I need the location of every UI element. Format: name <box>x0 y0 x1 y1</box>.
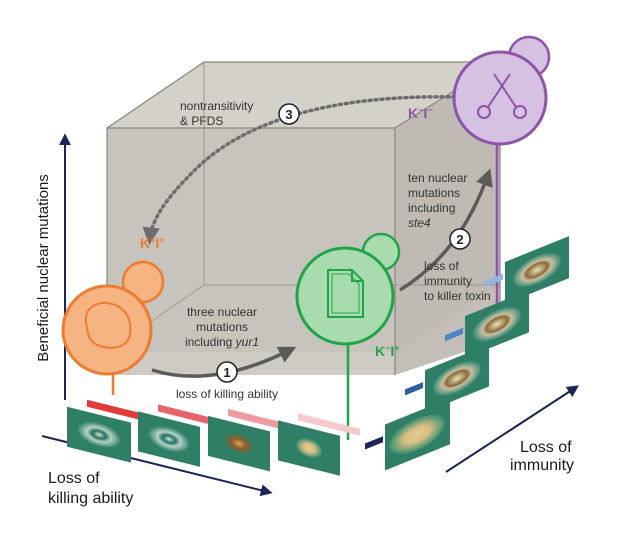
z-axis-label-line1: Loss of <box>520 439 572 456</box>
cell-middle-body <box>295 246 395 346</box>
step3-number: 3 <box>285 107 292 122</box>
cell-ancestor-bud <box>121 260 165 304</box>
cell-middle: K−I+ <box>295 232 401 359</box>
cube-right-face <box>395 62 500 375</box>
plate-1-halo <box>77 421 121 448</box>
step1-number-badge <box>216 361 238 383</box>
step3-line1: nontransitivity <box>180 99 253 113</box>
step1-annotation: three nuclear mutations including yur1 1… <box>176 305 278 401</box>
cell-middle-label: K−I+ <box>375 343 400 359</box>
step2-number-badge <box>449 228 471 250</box>
plate-5-halo <box>389 414 445 455</box>
step1-line1: three nuclear <box>187 305 257 319</box>
x-axis-label-line2: killing ability <box>48 490 133 507</box>
step2-above2: mutations <box>408 186 460 200</box>
step2-below3: to killer toxin <box>424 289 491 303</box>
step3-number-badge <box>278 103 300 125</box>
step2-number: 2 <box>456 232 463 247</box>
blue-bar-1 <box>365 436 383 450</box>
document-icon <box>327 269 364 318</box>
step2-below1: loss of <box>424 259 459 273</box>
cell-final: K−I− <box>408 35 551 146</box>
blue-bar-2 <box>405 382 423 396</box>
plate-2-halo <box>148 426 190 453</box>
step1-below: loss of killing ability <box>176 387 278 401</box>
step3-line2: & PFDS <box>180 114 223 128</box>
scissors-icon <box>477 73 527 119</box>
z-axis-label-line2: immunity <box>510 457 574 474</box>
cell-final-label: K−I− <box>408 105 433 121</box>
x-axis-label-line1: Loss of <box>48 470 100 487</box>
step1-number: 1 <box>223 365 230 380</box>
cell-ancestor-label: K+I+ <box>140 235 165 251</box>
x-axis: Loss of killing ability <box>41 435 273 507</box>
cell-final-body <box>452 50 548 146</box>
plate-4-halo <box>296 438 322 458</box>
cube-edge <box>106 61 501 375</box>
red-bar-1 <box>87 399 151 423</box>
red-bar-2 <box>158 404 220 427</box>
cube-top-face <box>107 62 500 128</box>
cube <box>106 61 501 440</box>
step3-annotation: nontransitivity & PFDS 3 <box>180 99 300 128</box>
red-bar-4 <box>298 413 360 436</box>
step2-annotation: ten nuclear mutations including ste4 2 l… <box>408 171 491 303</box>
blue-bar-3 <box>445 327 463 342</box>
blue-bar-4 <box>485 273 503 288</box>
step1-line2: mutations <box>196 320 248 334</box>
step2-above1: ten nuclear <box>408 171 467 185</box>
step2-above4: ste4 <box>408 216 431 230</box>
plate-3-halo <box>224 432 254 455</box>
step1-line3: including yur1 <box>185 335 259 349</box>
plate-6-halo <box>433 361 481 396</box>
step2-above3: including <box>408 201 455 215</box>
cell-ancestor: K+I+ <box>61 235 165 376</box>
y-axis: Beneficial nuclear mutations <box>35 133 71 400</box>
y-axis-label: Beneficial nuclear mutations <box>35 174 52 362</box>
z-axis: Loss of immunity <box>445 385 580 474</box>
red-bar-3 <box>228 408 290 432</box>
cell-ancestor-body <box>61 284 153 376</box>
immunity-plates <box>365 236 569 471</box>
z-axis-arrow <box>445 385 580 473</box>
plate-8-halo <box>513 253 561 288</box>
step2-below2: immunity <box>424 274 472 288</box>
nucleus-outline-icon <box>84 302 132 349</box>
step3-dotted-arrow <box>142 95 457 245</box>
plate-7-halo <box>473 307 521 342</box>
killing-plates <box>67 399 360 476</box>
